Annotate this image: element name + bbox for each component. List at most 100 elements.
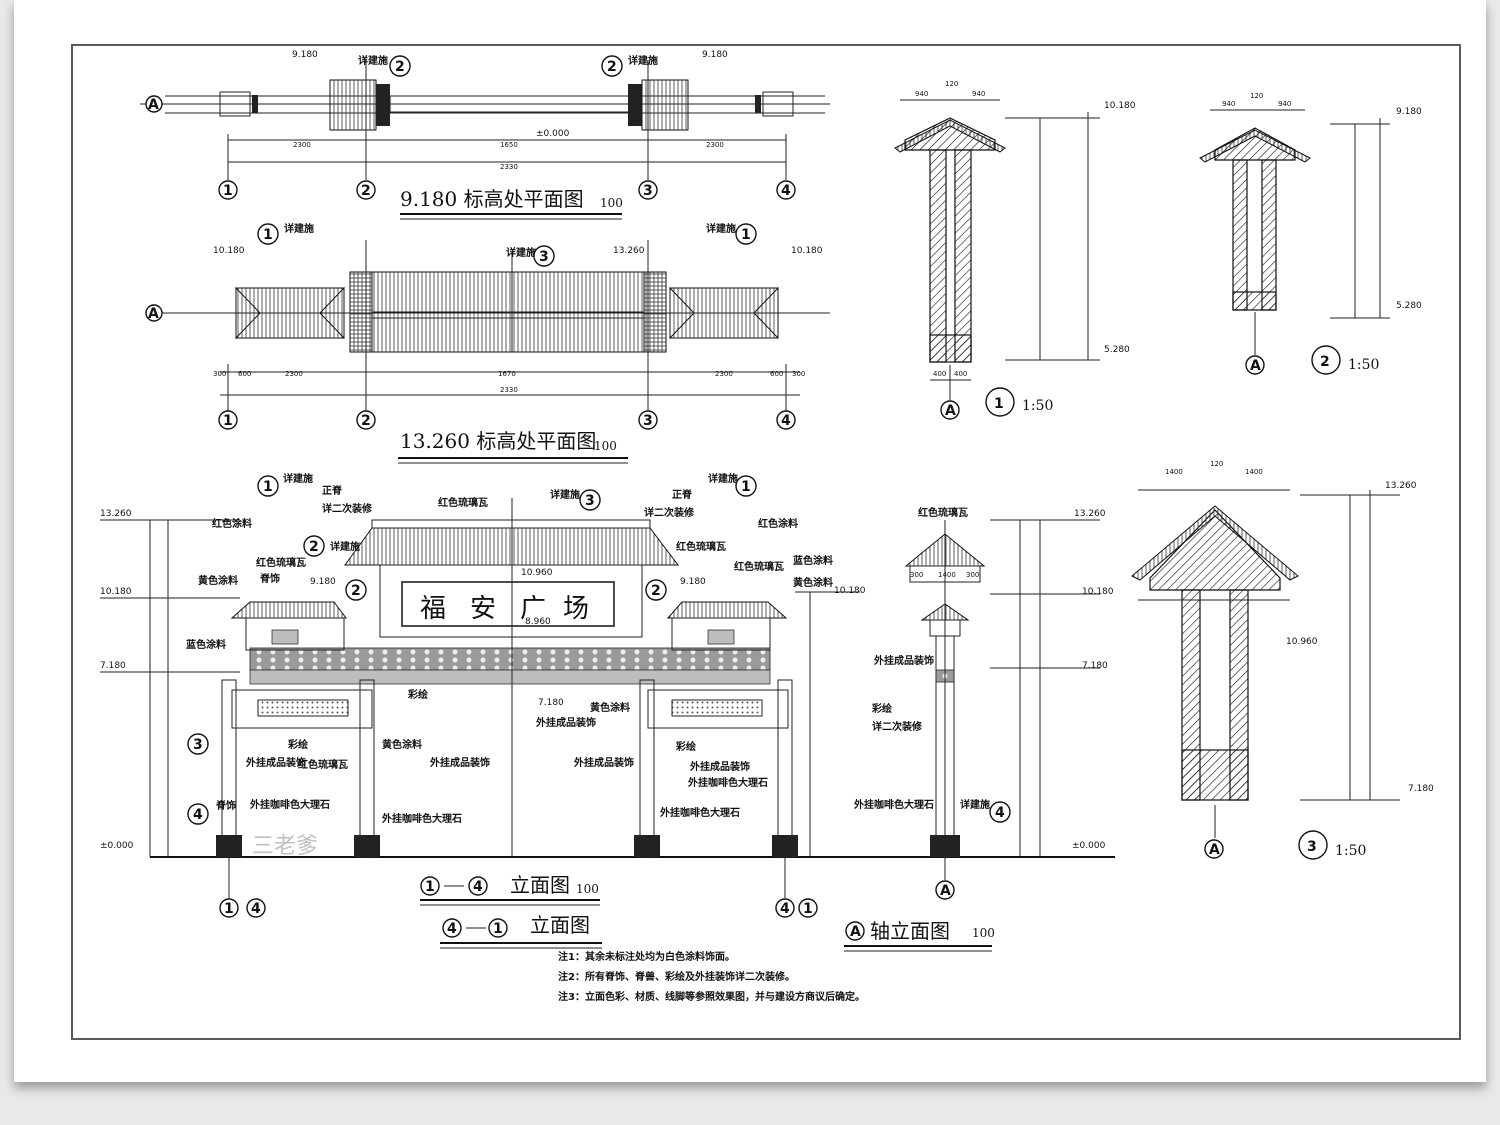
ref-4: 4 bbox=[995, 805, 1005, 821]
label-caihui: 彩绘 bbox=[287, 738, 308, 751]
elev-0: ±0.000 bbox=[1072, 841, 1106, 851]
notes: 注1：其余未标注处均为白色涂料饰面。 注2：所有脊饰、脊兽、彩绘及外挂装饰详二次… bbox=[558, 950, 865, 1003]
dim-120: 120 bbox=[945, 80, 958, 88]
elev-10960: 10.960 bbox=[1286, 637, 1318, 647]
axis-1: 1 bbox=[223, 183, 233, 199]
label-red-glazed: 红色琉璃瓦 bbox=[256, 556, 306, 569]
axis-a: A bbox=[945, 403, 956, 419]
label-detail: 详建施 bbox=[330, 540, 360, 553]
ref-3: 3 bbox=[539, 249, 549, 265]
axis-1: 1 bbox=[493, 921, 503, 937]
elev-9180: 9.180 bbox=[1396, 107, 1422, 117]
ref-4: 4 bbox=[193, 807, 203, 823]
label-detail: 详建施 bbox=[284, 222, 314, 235]
elev-pm0: ±0.000 bbox=[536, 129, 570, 139]
label-ext-deco: 外挂成品装饰 bbox=[573, 756, 634, 769]
axis-3: 3 bbox=[643, 183, 653, 199]
label-coffee-marble: 外挂咖啡色大理石 bbox=[381, 812, 462, 825]
label-yellow-paint: 黄色涂料 bbox=[382, 738, 422, 751]
elev-13260: 13.260 bbox=[613, 246, 645, 256]
dim-300: 300 bbox=[213, 370, 226, 378]
title-plan-9180: 9.180 标高处平面图 bbox=[400, 187, 584, 211]
axis-a: A bbox=[1209, 842, 1220, 858]
elev-13260: 13.260 bbox=[1074, 509, 1106, 519]
axis-4: 4 bbox=[447, 921, 457, 937]
label-red-paint: 红色涂料 bbox=[758, 517, 798, 530]
label-ext-deco: 外挂成品装饰 bbox=[535, 716, 596, 729]
dim-2300: 2300 bbox=[715, 370, 733, 378]
elev-7180: 7.180 bbox=[1082, 661, 1108, 671]
note-3: 注3：立面色彩、材质、线脚等参照效果图，并与建设方商议后确定。 bbox=[558, 990, 865, 1003]
label-detail: 详建施 bbox=[506, 246, 536, 259]
elev-7180: 7.180 bbox=[1408, 784, 1434, 794]
ref-1: 1 bbox=[741, 227, 751, 243]
label-ext-deco: 外挂成品装饰 bbox=[689, 760, 750, 773]
elev-9180-right: 9.180 bbox=[702, 50, 728, 60]
detail-1-scale: 1:50 bbox=[1022, 398, 1053, 414]
label-ext-deco: 外挂成品装饰 bbox=[245, 756, 306, 769]
ref-2: 2 bbox=[607, 59, 617, 75]
label-blue-paint: 蓝色涂料 bbox=[793, 554, 833, 567]
dim-2300-right: 2300 bbox=[706, 141, 724, 149]
label-coffee-marble: 外挂咖啡色大理石 bbox=[853, 798, 934, 811]
label-detail: 详建施 bbox=[708, 472, 738, 485]
label-blue-paint: 蓝色涂料 bbox=[186, 638, 226, 651]
dim-600b: 600 bbox=[770, 370, 783, 378]
dim-300: 300 bbox=[910, 571, 923, 579]
label-detail: 详建施 bbox=[550, 488, 580, 501]
axis-2: 2 bbox=[361, 183, 371, 199]
dim-120: 120 bbox=[1250, 92, 1263, 100]
label-red-glazed: 红色琉璃瓦 bbox=[734, 560, 784, 573]
detail-1: 940 120 940 10.180 5.280 400 400 A 1 1:5… bbox=[894, 80, 1136, 420]
drawing-border bbox=[71, 44, 1461, 1040]
dim-300: 300 bbox=[966, 571, 979, 579]
signboard-char-4: 场 bbox=[563, 594, 589, 624]
axis-a: A bbox=[148, 97, 159, 113]
ref-3: 3 bbox=[1307, 839, 1317, 855]
ref-1: 1 bbox=[263, 227, 273, 243]
elev-7180: 7.180 bbox=[538, 698, 564, 708]
label-ridge-deco: 脊饰 bbox=[259, 572, 280, 585]
label-coffee-marble: 外挂咖啡色大理石 bbox=[249, 798, 330, 811]
label-red-glazed: 红色琉璃瓦 bbox=[438, 496, 488, 509]
title-plan-13260: 13.260 标高处平面图 bbox=[400, 429, 596, 453]
label-second-deco: 详二次装修 bbox=[322, 502, 373, 515]
signboard-char-2: 安 bbox=[470, 594, 496, 624]
label-yellow-paint: 黄色涂料 bbox=[590, 701, 630, 714]
elev-13260: 13.260 bbox=[100, 509, 132, 519]
ref-2: 2 bbox=[309, 539, 319, 555]
axis-2: 2 bbox=[361, 413, 371, 429]
dim-940: 940 bbox=[1222, 100, 1235, 108]
axis-a: A bbox=[1250, 358, 1261, 374]
axis-1: 1 bbox=[224, 901, 234, 917]
plan-9180: 2300 1650 2300 2330 ±0.000 9.180 9.180 详… bbox=[140, 50, 830, 220]
label-caihui: 彩绘 bbox=[407, 688, 428, 701]
elev-10180: 10.180 bbox=[834, 586, 866, 596]
ref-2: 2 bbox=[351, 583, 361, 599]
axis-4: 4 bbox=[780, 901, 790, 917]
ref-3: 3 bbox=[585, 493, 595, 509]
signboard-char-3: 广 bbox=[520, 594, 546, 624]
dim-120: 120 bbox=[1210, 460, 1223, 468]
label-ridge: 正脊 bbox=[672, 488, 693, 501]
label-caihui: 彩绘 bbox=[871, 702, 892, 715]
ref-2: 2 bbox=[651, 583, 661, 599]
title-plan-9180-scale: 100 bbox=[600, 196, 623, 210]
title-elev-1-4-scale: 100 bbox=[576, 882, 599, 896]
dim-600: 600 bbox=[238, 370, 251, 378]
label-red-glazed: 红色琉璃瓦 bbox=[918, 506, 968, 519]
label-detail: 详建施 bbox=[706, 222, 736, 235]
label-detail: 详建施 bbox=[283, 472, 313, 485]
label-second-deco: 详二次装修 bbox=[644, 506, 695, 519]
label-ext-deco: 外挂成品装饰 bbox=[873, 654, 934, 667]
elevation-titles: 1 4 立面图 100 4 1 立面图 bbox=[420, 873, 602, 949]
dim-1650: 1650 bbox=[500, 141, 518, 149]
dim-400: 400 bbox=[933, 370, 946, 378]
label-coffee-marble: 外挂咖啡色大理石 bbox=[659, 806, 740, 819]
dim-940: 940 bbox=[972, 90, 985, 98]
detail-3: 1400 120 1400 13.260 10.960 7.180 A 3 1:… bbox=[1131, 460, 1434, 860]
axis-4: 4 bbox=[251, 901, 261, 917]
axis-4: 4 bbox=[781, 413, 791, 429]
dim-1400b: 1400 bbox=[1245, 468, 1263, 476]
